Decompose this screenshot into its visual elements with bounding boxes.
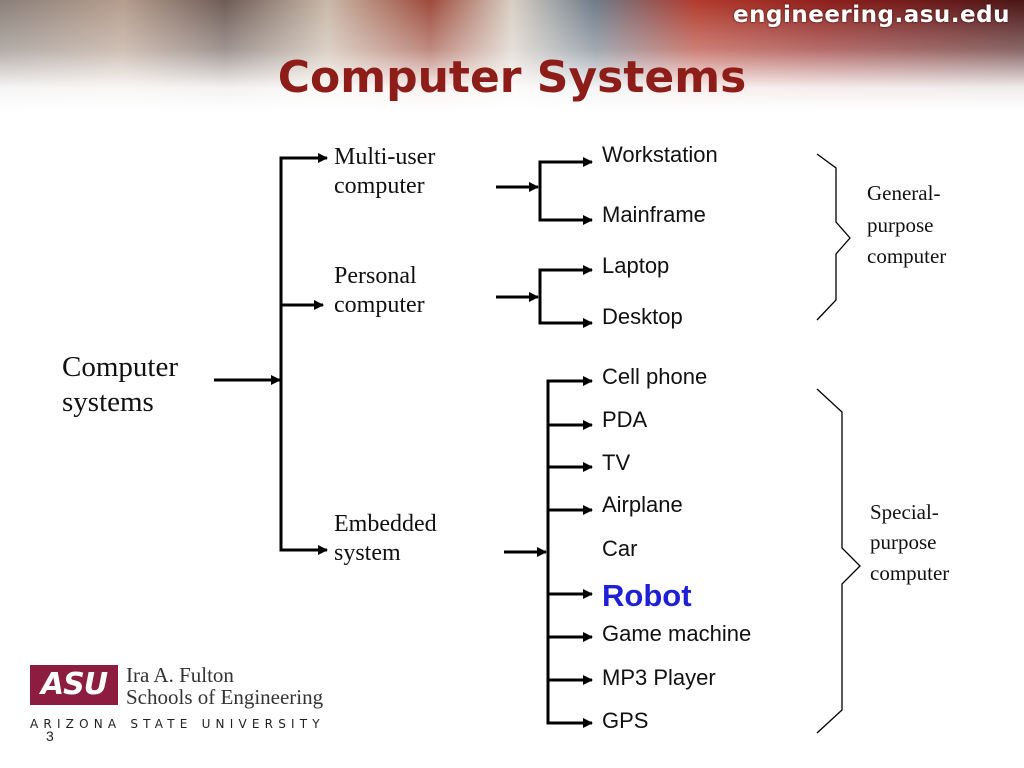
group-general-purpose: General- purpose computer bbox=[867, 181, 947, 268]
school-name-line2: Schools of Engineering bbox=[126, 685, 324, 709]
leaf-mainframe: Mainframe bbox=[602, 202, 706, 227]
leaf-workstation: Workstation bbox=[602, 142, 718, 167]
leaf-tv: TV bbox=[602, 450, 631, 475]
brace-general bbox=[816, 153, 851, 321]
bracket-embedded bbox=[546, 379, 590, 725]
header-banner bbox=[0, 0, 1024, 110]
category-personal: Personal computer bbox=[334, 263, 425, 318]
leaf-robot: Robot bbox=[602, 578, 692, 613]
page-number: 3 bbox=[46, 728, 54, 744]
leaf-cell-phone: Cell phone bbox=[602, 364, 708, 389]
school-name-line1: Ira A. Fulton bbox=[126, 663, 234, 687]
leaf-game-machine: Game machine bbox=[602, 621, 752, 646]
category-multi-user: Multi-user computer bbox=[334, 144, 436, 199]
leaf-airplane: Airplane bbox=[602, 492, 683, 517]
brace-special bbox=[816, 388, 861, 734]
leaf-car: Car bbox=[602, 536, 638, 561]
leaf-desktop: Desktop bbox=[602, 304, 683, 329]
asu-logo-mark: ASU bbox=[30, 665, 118, 705]
leaf-pda: PDA bbox=[602, 407, 648, 432]
leaf-mp3-player: MP3 Player bbox=[602, 665, 716, 690]
site-url: engineering.asu.edu bbox=[733, 2, 1010, 28]
main-trunk bbox=[279, 156, 325, 552]
leaf-laptop: Laptop bbox=[602, 253, 670, 278]
bracket-personal bbox=[538, 268, 590, 325]
leaf-gps: GPS bbox=[602, 708, 649, 733]
slide-title: Computer Systems bbox=[277, 52, 747, 103]
group-special-purpose: Special- purpose computer bbox=[870, 500, 950, 585]
university-name: ARIZONA STATE UNIVERSITY bbox=[30, 717, 325, 731]
root-label: Computer systems bbox=[62, 351, 178, 418]
category-embedded: Embedded system bbox=[334, 511, 437, 566]
bracket-multi bbox=[538, 160, 590, 222]
